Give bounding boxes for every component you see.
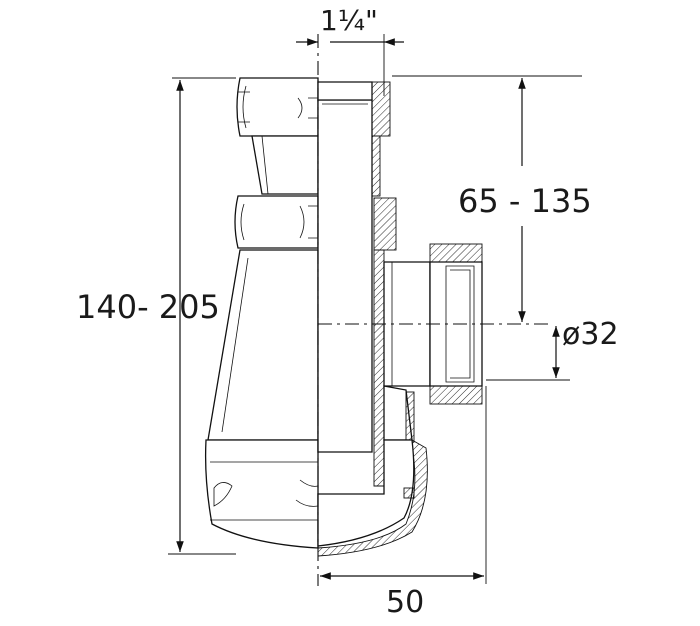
total-height-label: 140- 205 — [76, 288, 220, 326]
width-dimension — [320, 386, 487, 584]
outlet-diameter-dimension — [486, 326, 570, 381]
width-label: 50 — [386, 585, 424, 620]
trap-section-view — [317, 81, 483, 557]
thread-size-label: 1¼" — [320, 4, 378, 37]
outlet-diameter-label: ø32 — [562, 317, 619, 352]
outlet-height-dimension — [392, 75, 582, 322]
trap-exterior-view — [204, 77, 319, 549]
outlet-height-label: 65 - 135 — [458, 182, 592, 220]
total-height-dimension — [168, 77, 236, 555]
thread-dimension — [296, 34, 404, 96]
